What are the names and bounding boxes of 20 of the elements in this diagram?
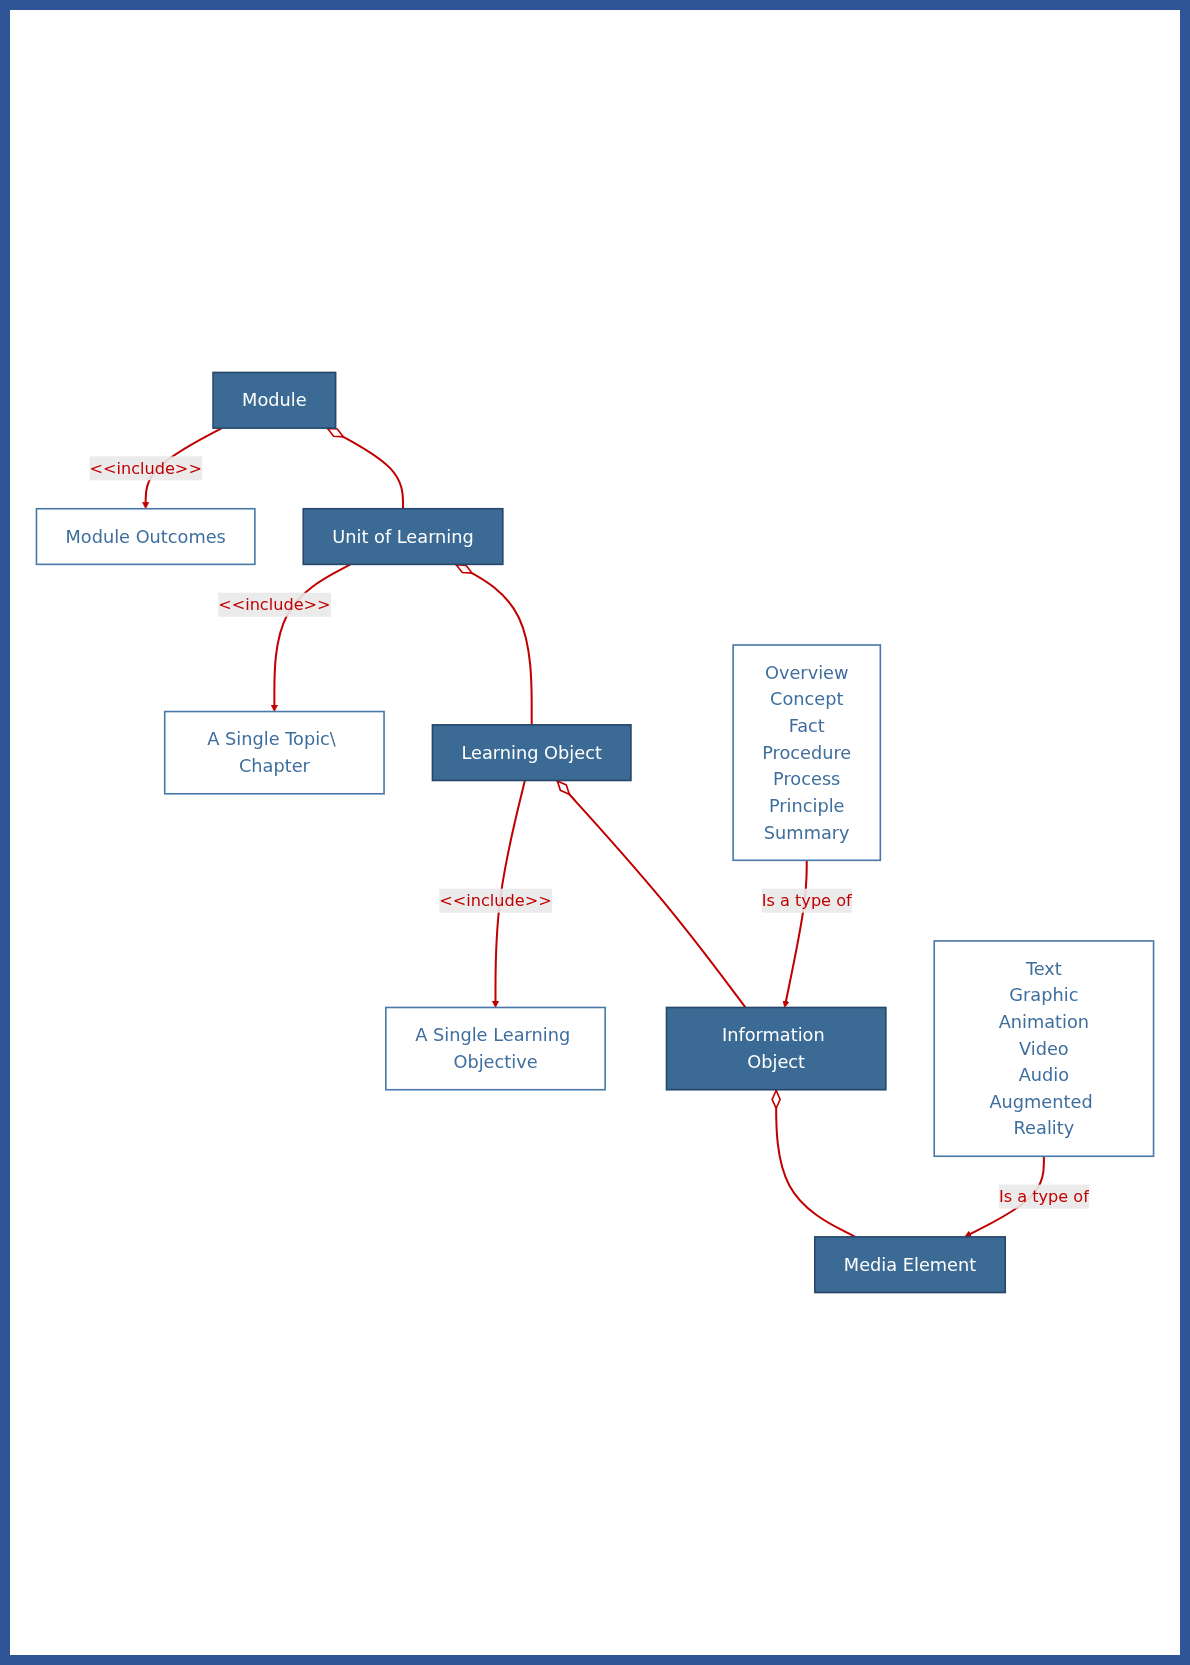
node-box: Module bbox=[212, 371, 337, 429]
node-box: Unit of Learning bbox=[302, 507, 504, 566]
connector bbox=[556, 779, 747, 1009]
connector bbox=[771, 1089, 856, 1238]
node-box: A Single Learning Objective bbox=[385, 1006, 606, 1091]
edge-label: <<include>> bbox=[218, 595, 331, 615]
edge-label: Is a type of bbox=[761, 890, 852, 911]
arrow bbox=[491, 780, 526, 1008]
node-box: Information Object bbox=[665, 1006, 887, 1091]
node-box: Media Element bbox=[814, 1236, 1007, 1294]
node-box: Module Outcomes bbox=[35, 507, 256, 566]
connector bbox=[326, 427, 405, 509]
edge-label: <<include>> bbox=[89, 458, 202, 479]
node-box: Overview Concept Fact Procedure Process Principle Summary bbox=[732, 644, 882, 862]
node-box: A Single Topic\ Chapter bbox=[163, 710, 385, 795]
edge-label: Is a type of bbox=[998, 1186, 1089, 1207]
node-box: Text Graphic Animation Video Audio Augmented Reality bbox=[933, 940, 1155, 1158]
node-box: Learning Object bbox=[431, 724, 632, 782]
edge-label: <<include>> bbox=[439, 890, 552, 911]
connector bbox=[455, 563, 533, 725]
